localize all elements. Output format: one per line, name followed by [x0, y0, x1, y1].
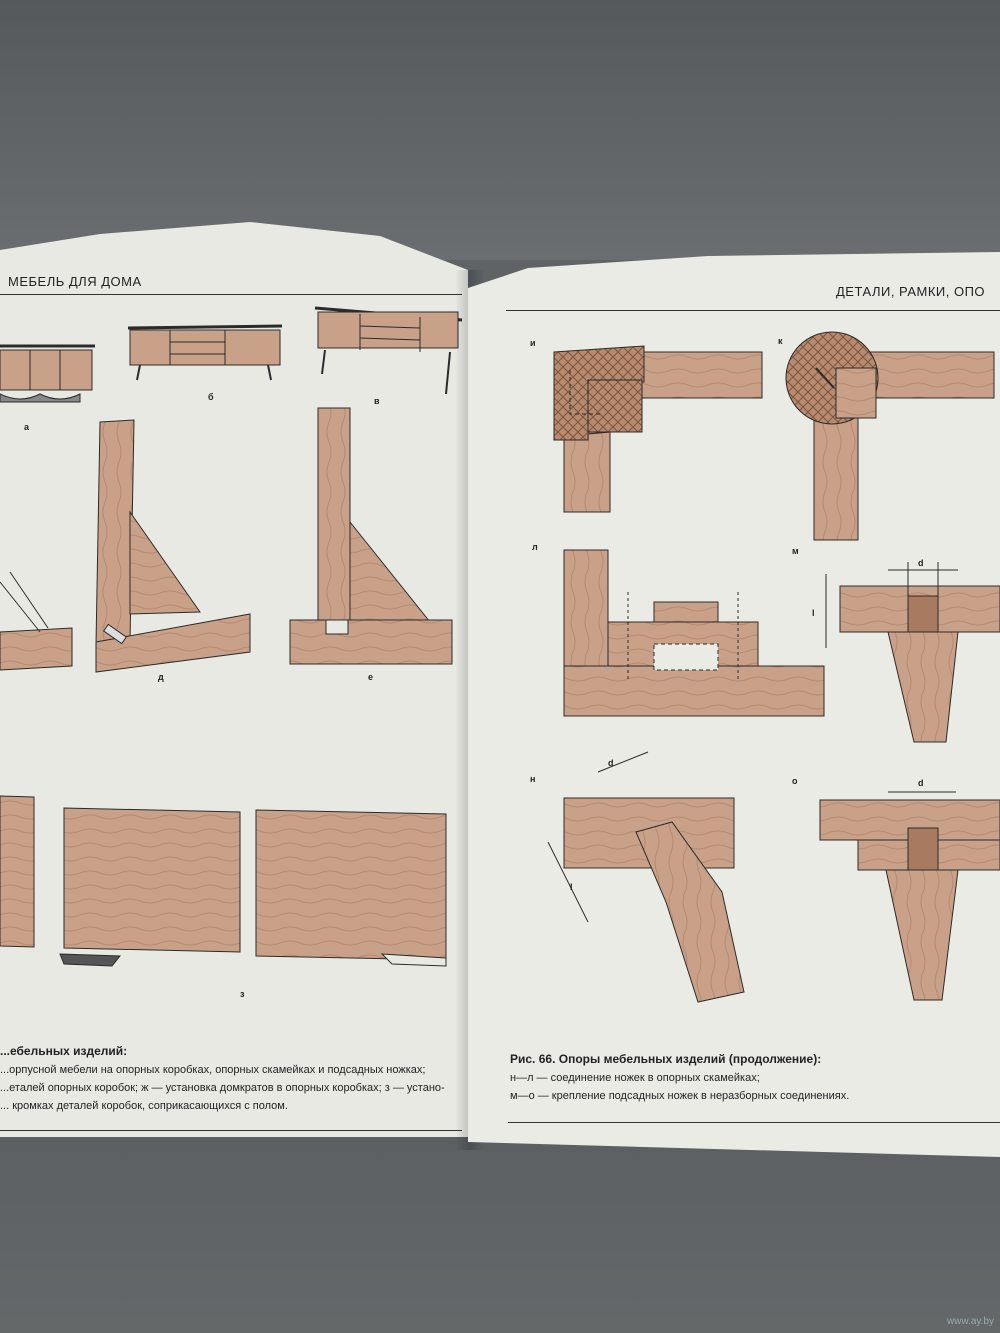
label-b: б: [208, 392, 214, 402]
dim-l-n: l: [570, 882, 573, 892]
left-caption-line-3: ... кромках деталей коробок, соприкасающ…: [0, 1100, 288, 1112]
right-caption-line-2: м—о — крепление подсадных ножек в неразб…: [510, 1090, 850, 1102]
left-head-rule: [0, 294, 462, 295]
label-e: е: [368, 672, 373, 682]
joint-n: d l: [547, 751, 745, 1003]
dim-d-o: d: [918, 778, 924, 788]
background-bottom: [0, 1120, 1000, 1333]
right-page: ДЕТАЛИ, РАМКИ, ОПО и к л м н о: [468, 252, 1000, 1157]
joint-m: d l: [812, 558, 1000, 743]
joint-g: [0, 571, 73, 671]
label-k: к: [778, 336, 783, 346]
label-z: з: [240, 989, 245, 999]
dim-d-n: d: [608, 758, 614, 768]
right-head-rule: [506, 310, 1000, 311]
dim-l-m: l: [812, 608, 815, 618]
label-d: д: [158, 672, 164, 682]
right-running-head: ДЕТАЛИ, РАМКИ, ОПО: [836, 284, 986, 299]
background-top: [0, 0, 1000, 260]
label-m: м: [792, 546, 799, 556]
label-i: и: [530, 338, 536, 348]
left-caption-title: ...ебельных изделий:: [0, 1044, 128, 1058]
right-figures: и к л м н о: [530, 331, 1000, 1003]
label-o: о: [792, 776, 798, 786]
left-caption: ...ебельных изделий: ...орпусной мебели …: [0, 1042, 445, 1115]
label-n: н: [530, 774, 535, 784]
left-running-head: МЕБЕЛЬ ДЛЯ ДОМА: [8, 274, 142, 289]
joint-o: d: [819, 778, 1000, 1001]
right-caption-line-1: н—л — соединение ножек в опорных скамейк…: [510, 1072, 760, 1084]
joint-i: [553, 345, 763, 513]
watermark: www.ay.by: [946, 1316, 994, 1327]
board-right: [255, 809, 447, 967]
left-caption-line-1: ...орпусной мебели на опорных коробках, …: [0, 1064, 426, 1076]
label-a: а: [24, 422, 30, 432]
joint-d: [95, 419, 251, 673]
dim-d-m: d: [918, 558, 924, 568]
left-bottom-rule: [0, 1130, 462, 1131]
cabinet-b: [127, 324, 283, 381]
left-figures: а б в д е: [0, 306, 463, 999]
cabinet-c: [314, 306, 463, 395]
joint-e: [289, 407, 453, 665]
cabinet-a: [0, 344, 95, 403]
right-caption: Рис. 66. Опоры мебельных изделий (продол…: [510, 1050, 849, 1105]
label-v: в: [374, 396, 380, 406]
left-caption-line-2: ...еталей опорных коробок; ж — установка…: [0, 1082, 445, 1094]
label-l: л: [532, 542, 538, 552]
joint-k: [785, 331, 995, 541]
board-middle: [59, 807, 241, 967]
joint-l: [563, 549, 825, 717]
left-page: МЕБЕЛЬ ДЛЯ ДОМА: [0, 222, 468, 1137]
board-left: [0, 795, 35, 948]
right-bottom-rule: [508, 1122, 1000, 1123]
right-caption-title: Рис. 66. Опоры мебельных изделий (продол…: [510, 1052, 822, 1066]
